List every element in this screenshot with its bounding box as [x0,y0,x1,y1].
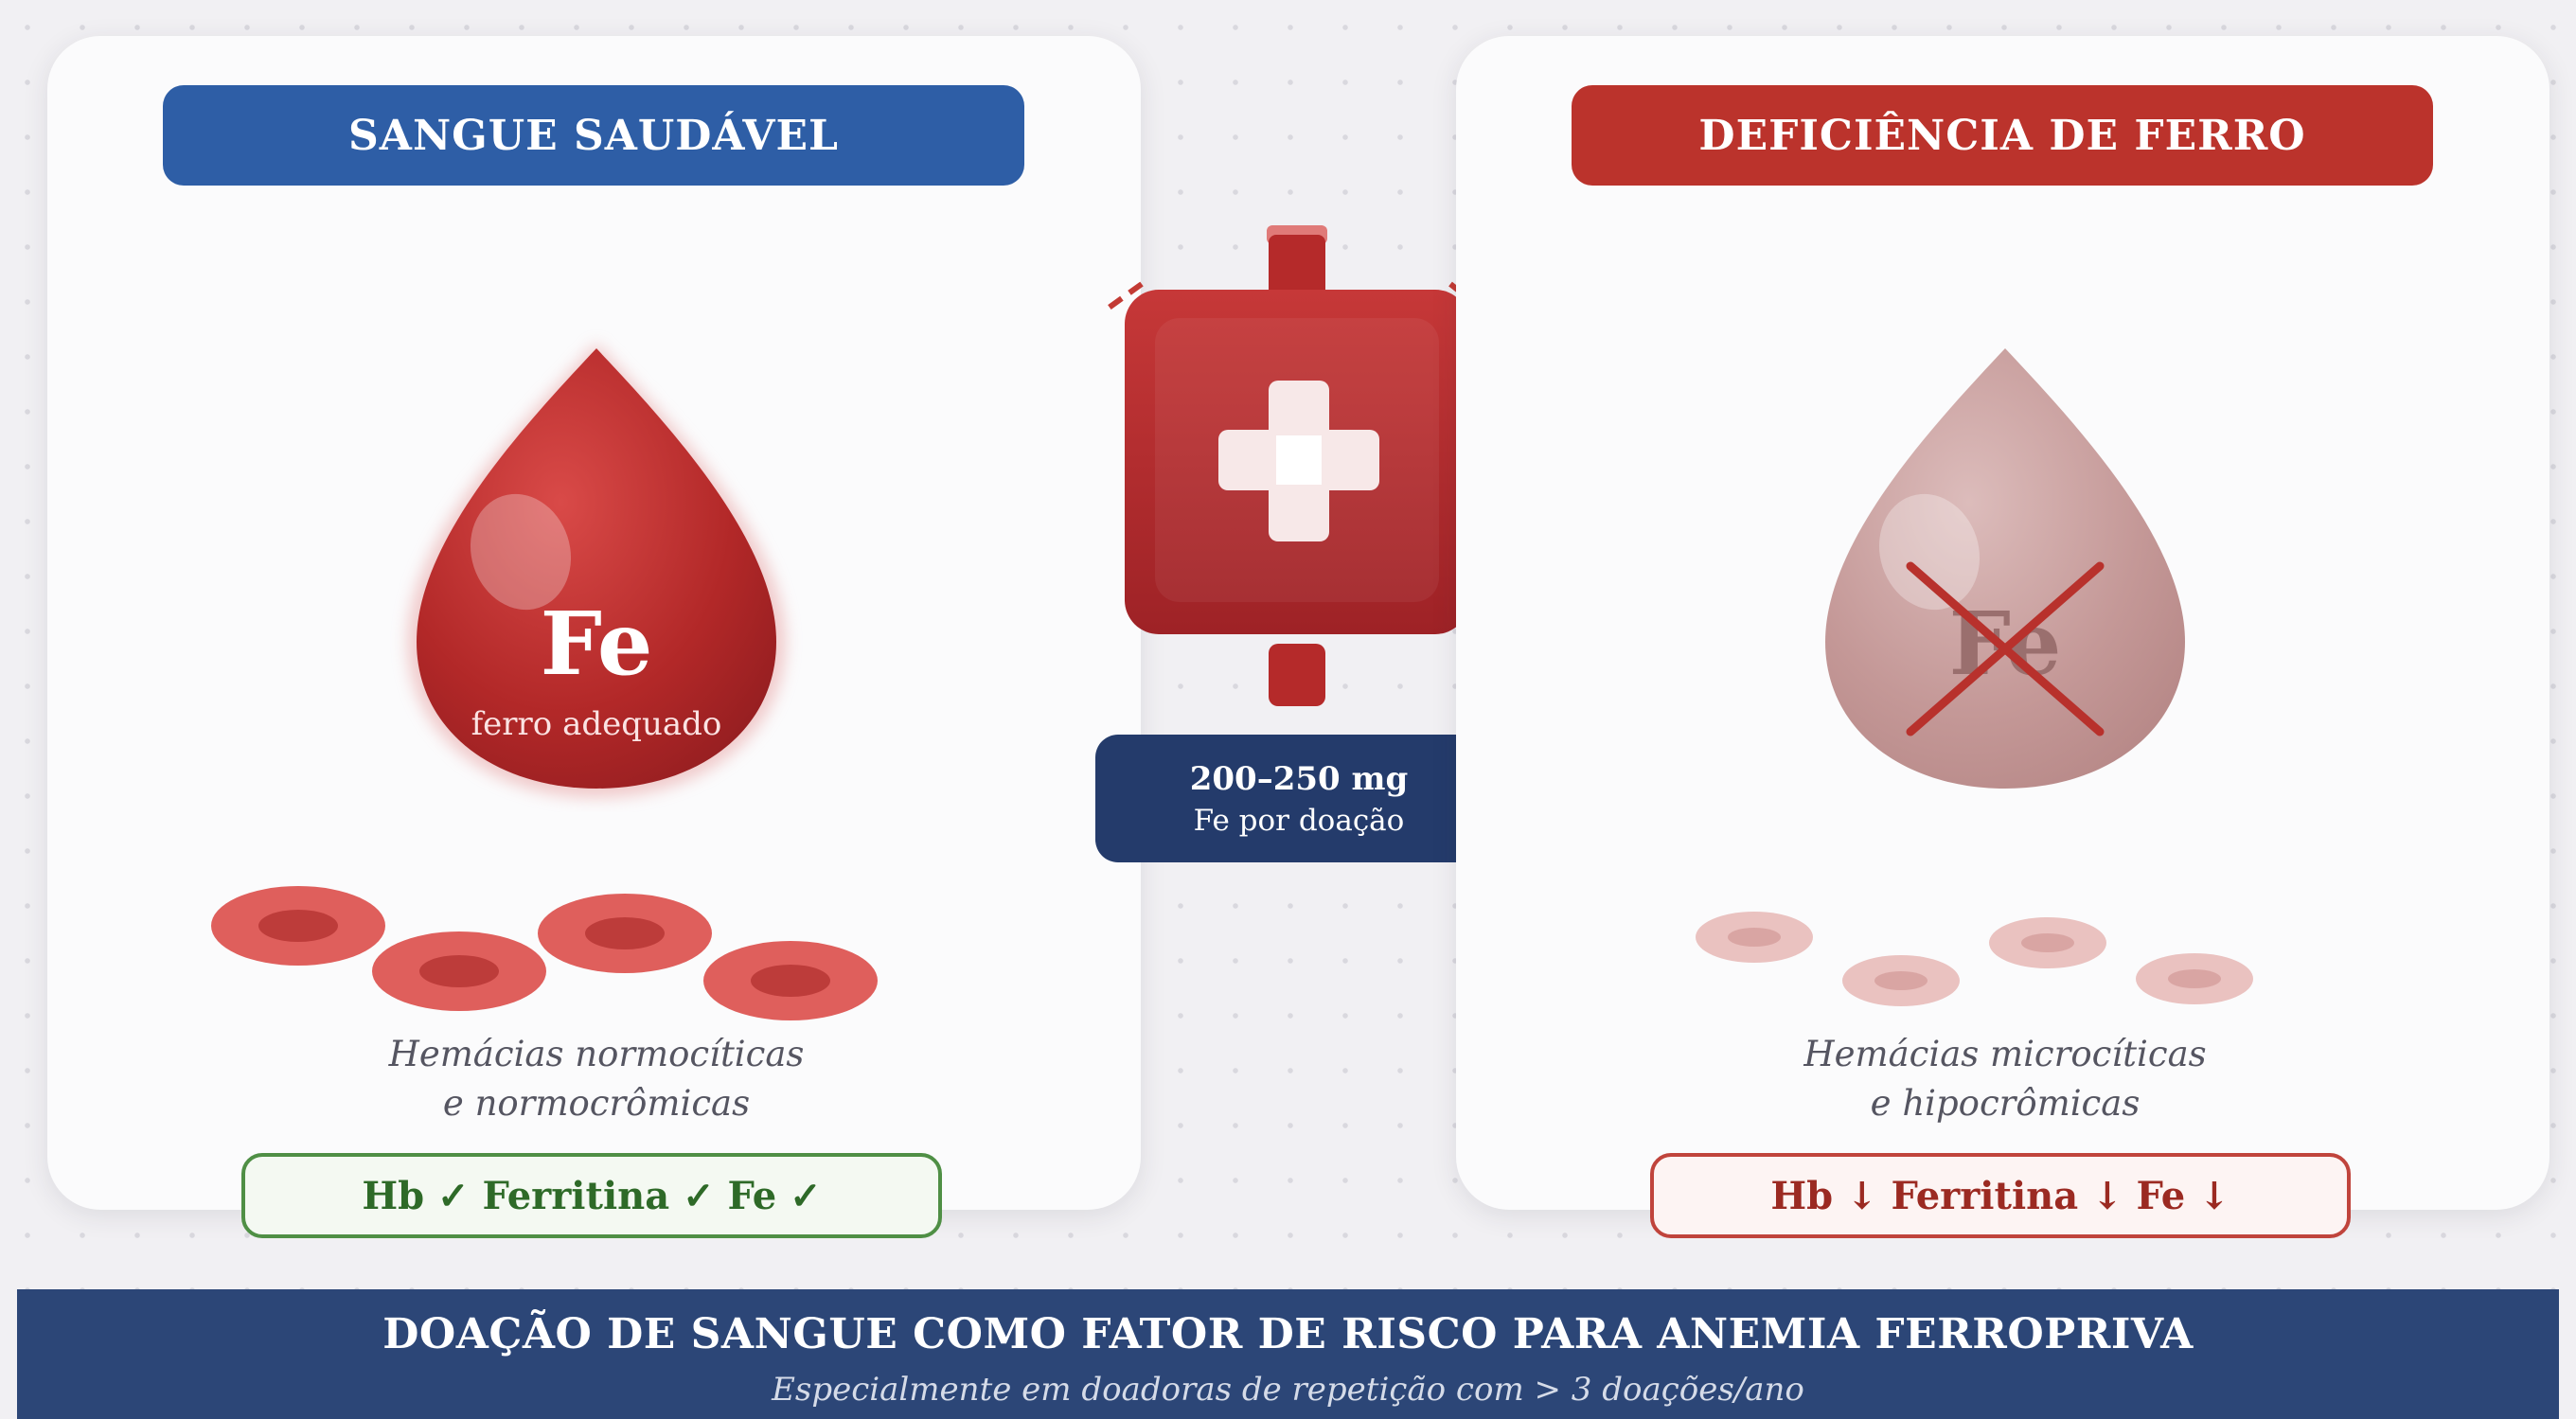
medical-cross-icon [1218,381,1379,541]
red-cell [1842,955,1960,1006]
footer-banner: DOAÇÃO DE SANGUE COMO FATOR DE RISCO PAR… [17,1289,2559,1419]
iron-per-donation-label: 200–250 mg Fe por doação [1095,735,1502,862]
red-cell [372,931,546,1011]
iron-symbol-caption: ferro adequado [471,705,722,743]
iron-deficiency-panel: DEFICIÊNCIA DE FERRO Fe [1456,36,2549,1238]
deficient-blood-drop: Fe [1797,320,2213,812]
healthy-lab-status: Hb ✓ Ferritina ✓ Fe ✓ [241,1153,942,1238]
iron-deficiency-title: DEFICIÊNCIA DE FERRO [1572,85,2433,186]
cross-out-icon [1906,561,2105,736]
pale-red-cells-icon [1696,912,2253,1006]
red-cell [538,894,712,973]
pale-blood-drop-icon: Fe [1825,348,2185,789]
drop-shape [417,348,776,789]
blood-bag [1108,216,1486,718]
red-cell [1696,912,1813,963]
healthy-cells-caption: Hemácias normocíticas e normocrômicas [388,1034,805,1124]
iron-symbol: Fe [541,593,653,695]
healthy-blood-drop: Fe ferro adequado [388,320,805,812]
red-cell [2136,953,2253,1004]
footer-title: DOAÇÃO DE SANGUE COMO FATOR DE RISCO PAR… [382,1310,2194,1358]
deficient-lab-status: Hb ↓ Ferritina ↓ Fe ↓ [1650,1153,2351,1238]
red-cell [211,886,385,966]
blood-drop-icon: Fe ferro adequado [407,343,786,798]
deficient-red-cells [1617,850,2393,1039]
red-cell [1989,917,2106,968]
deficient-cells-caption: Hemácias microcíticas e hipocrômicas [1803,1034,2207,1124]
healthy-blood-title: SANGUE SAUDÁVEL [163,85,1024,186]
red-cell [703,941,878,1020]
healthy-blood-panel: SANGUE SAUDÁVEL Fe ferro adequado [47,36,1141,1238]
healthy-red-cells [208,850,985,1039]
arrow-left-icon [1108,281,1144,312]
blood-bag-icon [1108,225,1486,706]
drop-shape [1825,348,2185,789]
iron-amount: 200–250 mg [1189,759,1409,798]
iron-amount-caption: Fe por doação [1193,803,1405,838]
red-cells-icon [211,886,878,1020]
footer-subtitle: Especialmente em doadoras de repetição c… [772,1371,1804,1409]
